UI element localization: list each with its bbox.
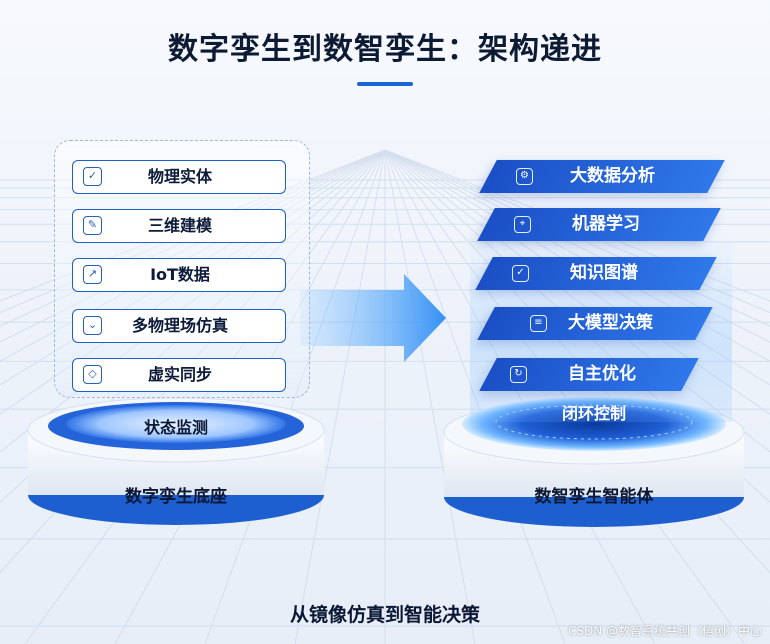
left-item-label: IoT数据 xyxy=(150,265,210,284)
shield-check-icon: ✓ xyxy=(83,167,102,186)
grid-line xyxy=(384,149,746,644)
left-platform-label: 数字孪生底座 xyxy=(125,487,227,507)
location-icon: ⌖ xyxy=(514,216,531,233)
right-item-machine-learning: ⌖ 机器学习 xyxy=(477,208,721,241)
right-item-autonomous-optimization: ↻ 自主优化 xyxy=(479,358,699,391)
title-underline xyxy=(357,82,413,86)
right-platform-top-label: 闭环控制 xyxy=(561,404,626,423)
right-item-label: 知识图谱 xyxy=(570,263,638,283)
left-platform-base xyxy=(27,397,325,525)
gear-icon: ⚙ xyxy=(516,168,533,185)
grid-line xyxy=(384,149,476,644)
left-item-label: 虚实同步 xyxy=(147,365,212,384)
right-item-label: 大模型决策 xyxy=(568,313,653,333)
sparkle-edit-icon: ✎ xyxy=(83,216,102,235)
grid-line xyxy=(384,149,566,644)
bottom-caption: 从镜像仿真到智能决策 xyxy=(289,604,480,626)
left-item-label: 多物理场仿真 xyxy=(131,316,228,335)
right-item-label: 大数据分析 xyxy=(570,166,655,186)
cube-icon: ◇ xyxy=(83,365,102,384)
grid-line xyxy=(384,149,770,503)
right-item-label: 机器学习 xyxy=(572,214,640,234)
right-item-label: 自主优化 xyxy=(568,364,636,384)
loop-icon: ↻ xyxy=(510,366,527,383)
grid-line xyxy=(294,149,386,644)
right-item-big-data: ⚙ 大数据分析 xyxy=(479,160,725,193)
left-item-label: 物理实体 xyxy=(147,167,212,186)
right-item-llm-decision: ≡ 大模型决策 xyxy=(477,307,713,340)
left-item-physical-entity: ✓ 物理实体 xyxy=(72,160,286,194)
left-item-multiphysics: ⌄ 多物理场仿真 xyxy=(72,309,286,343)
layers-icon: ≡ xyxy=(530,315,547,332)
left-item-label: 三维建模 xyxy=(147,216,212,235)
left-item-3d-modeling: ✎ 三维建模 xyxy=(72,209,286,243)
shield-down-icon: ⌄ xyxy=(83,316,102,335)
grid-line xyxy=(384,149,656,644)
watermark: CSDN @数智系统共创（信创）中心 xyxy=(567,624,762,638)
right-platform-label: 数智孪生智能体 xyxy=(534,487,654,507)
progress-arrow xyxy=(300,274,446,362)
grid-line xyxy=(384,149,770,574)
chart-icon: ↗ xyxy=(83,265,102,284)
graph-icon: ✓ xyxy=(512,265,529,282)
left-platform-top-label: 状态监测 xyxy=(143,418,208,437)
page-title: 数字孪生到数智孪生：架构递进 xyxy=(168,32,602,67)
right-platform-base xyxy=(443,397,745,527)
right-item-knowledge-graph: ✓ 知识图谱 xyxy=(475,257,717,290)
left-item-virtual-real-sync: ◇ 虚实同步 xyxy=(72,358,286,392)
left-item-iot-data: ↗ IoT数据 xyxy=(72,258,286,292)
